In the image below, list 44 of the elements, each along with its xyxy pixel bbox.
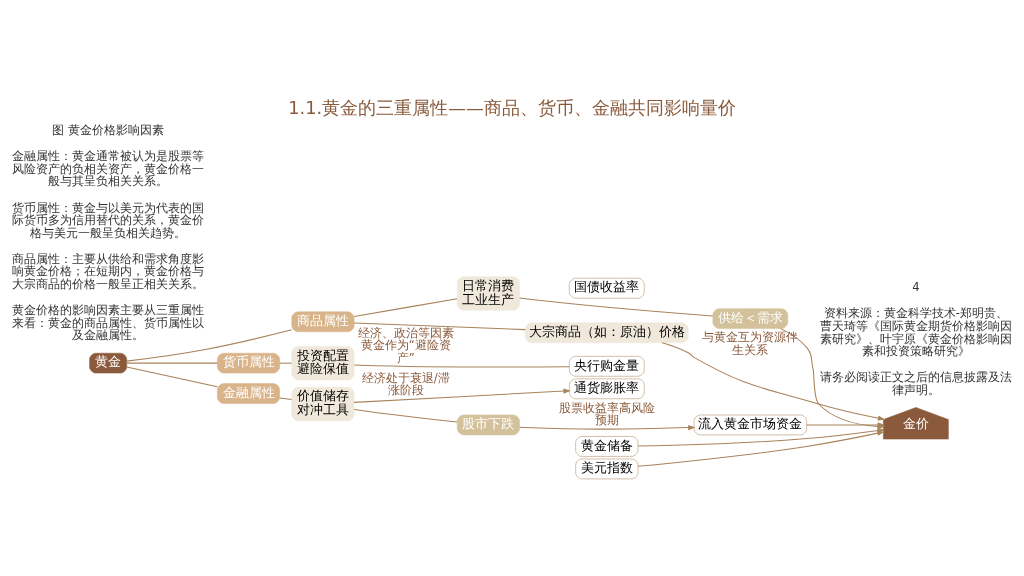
node-box: 美元指数 [575,458,639,479]
connector [353,321,526,330]
node-box: 金融属性 [217,382,280,404]
connector [126,366,218,387]
diagram-title: 1.1.黄金的三重属性——商品、货币、金融共同影响量价 [288,96,736,118]
connector [126,362,218,364]
node-box: 流入黄金市场资金 [693,414,807,435]
label: 请务必阅读正文之后的信息披露及法律声明。 [819,369,1012,397]
node-box: 通货膨胀率 [569,378,645,399]
arrow [661,341,886,421]
node-box: 供给＜需求 [712,307,789,329]
node-box: 国债收益率 [569,277,645,298]
node-box: 央行购金量 [569,355,645,376]
edge-label: 经济处于衰退/滞涨阶段 [361,370,450,397]
connector [353,297,458,317]
node-box: 货币属性 [217,352,280,373]
label: 金融属性：黄金通常被认为是股票等风险资产的负相关资产，黄金价格一般与其呈负相关关系。 [12,148,205,188]
connector [126,328,293,362]
arrow [637,430,885,467]
label: 资料来源：黄金科学技术-郑明贵、曹天琦等《国际黄金期货价格影响因素研究》、叶宇原《黄金价格影响因素和投资策略研究》 [819,305,1012,358]
node-box: 黄金储备 [575,435,639,457]
arrow [353,388,571,403]
connector [279,396,293,400]
node-box: 黄金 [89,352,127,373]
edge-label: 股票收益率高风险预期 [558,400,655,427]
node-box: 商品属性 [291,311,355,332]
label: 黄金价格的影响因素主要从三重属性来看：黄金的商品属性、货币属性以及金融属性。 [12,302,205,342]
connector [353,408,458,422]
node-box: 投资配置 避险保值 [291,345,355,380]
node-box: 日常消费 工业生产 [457,275,520,310]
label: 商品属性：主要从供给和需求角度影响黄金价格；在短期内，黄金价格与大宗商品的价格一般呈正相关关系。 [12,251,205,291]
connector [519,297,714,316]
edge-label: 经济、政治等因素黄金作为“避险资产” [357,325,454,365]
edge-label: 与黄金互为资源伴生关系 [702,329,799,357]
arrow [519,424,696,430]
node-box: 股市下跌 [457,414,520,435]
connector [279,362,293,364]
node-box: 大宗商品（如：原油）价格 [525,322,689,343]
label: 货币属性：黄金与以美元为代表的国际货币多为信用替代的关系，黄金价格与美元一般呈负相关趋势。 [12,200,205,240]
label: 图 黄金价格影响因素 [52,122,164,137]
label: 4 [912,279,920,294]
arrow [637,427,885,447]
connector [353,364,570,368]
node-box: 价值储存 对冲工具 [291,386,355,421]
